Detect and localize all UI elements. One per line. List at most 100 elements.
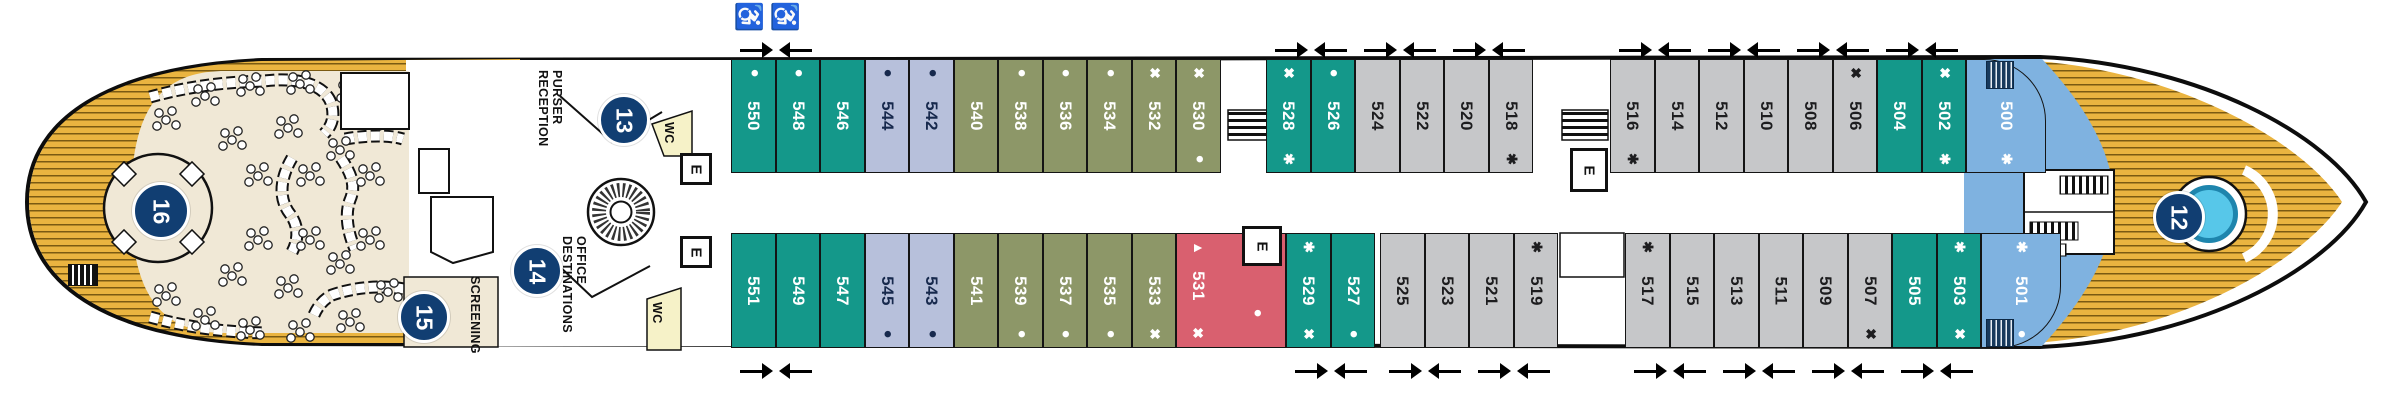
cabin-543[interactable]: ●543● (909, 233, 954, 348)
cabin-number: 519 (1526, 275, 1546, 306)
cabin-519[interactable]: ✱519● (1513, 233, 1558, 348)
cabin-502[interactable]: ✖502✱ (1921, 59, 1966, 173)
cabin-521[interactable]: ●521● (1469, 233, 1514, 348)
cabin-523[interactable]: ●523● (1424, 233, 1469, 348)
funnel-casing (586, 177, 656, 247)
cabin-513[interactable]: ●513● (1714, 233, 1759, 348)
cross-symbol: ✖ (1951, 328, 1968, 340)
cabin-535[interactable]: ●535● (1087, 233, 1132, 348)
elevator-lobby-bottom[interactable]: E (680, 236, 712, 268)
dot-symbol: ● (879, 68, 897, 78)
cabin-533[interactable]: ●533✖ (1131, 233, 1176, 348)
cabin-507[interactable]: ●507✖ (1847, 233, 1892, 348)
cabin-551[interactable]: ●551● (731, 233, 776, 348)
cabin-number: 522 (1412, 101, 1432, 131)
cabin-547[interactable]: ●547● (820, 233, 865, 348)
cabin-515[interactable]: ●515● (1669, 233, 1714, 348)
cabin-532[interactable]: ✖532● (1131, 59, 1176, 173)
deck-badge-16: 16 (132, 182, 190, 240)
cabin-534[interactable]: ●534● (1087, 59, 1132, 173)
watertight-door-arrows (1900, 363, 1973, 379)
cabin-524[interactable]: ●524● (1355, 59, 1400, 173)
cabin-number: 549 (788, 275, 808, 306)
cabin-537[interactable]: ●537● (1042, 233, 1087, 348)
cabin-529[interactable]: ✱529✖ (1286, 233, 1331, 348)
dot-symbol: ● (1249, 308, 1267, 318)
dot-symbol: ● (1191, 154, 1209, 164)
cabin-number: 532 (1144, 101, 1164, 131)
cabin-520[interactable]: ●520● (1444, 59, 1489, 173)
watertight-door-arrows (1811, 363, 1884, 379)
cabin-542[interactable]: ●542● (909, 59, 954, 173)
cabin-544[interactable]: ●544● (864, 59, 909, 173)
cabin-number: 537 (1055, 275, 1075, 306)
cabin-522[interactable]: ●522● (1399, 59, 1444, 173)
cabin-number: 546 (833, 101, 853, 131)
cabin-546[interactable]: ●546● (820, 59, 865, 173)
cabin-539[interactable]: ●539● (998, 233, 1043, 348)
cabin-number: 502 (1934, 101, 1954, 131)
star-symbol: ✱ (1301, 241, 1318, 253)
cabin-510[interactable]: ●510● (1743, 59, 1788, 173)
lounge-chairs (152, 70, 403, 343)
cabin-541[interactable]: ●541● (953, 233, 998, 348)
cross-symbol: ✖ (1189, 327, 1206, 339)
cabin-527[interactable]: ●527● (1330, 233, 1375, 348)
star-symbol: ✱ (1936, 153, 1953, 165)
service-room (1559, 232, 1625, 278)
cabin-525[interactable]: ●525● (1380, 233, 1425, 348)
cabin-number: 513 (1727, 275, 1747, 306)
watertight-door-arrows (1618, 42, 1691, 58)
cabin-number: 541 (966, 275, 986, 306)
cabin-number: 530 (1189, 101, 1209, 131)
cabin-511[interactable]: ●511● (1758, 233, 1803, 348)
cabin-517[interactable]: ✱517● (1625, 233, 1670, 348)
cabin-509[interactable]: ●509● (1803, 233, 1848, 348)
elevator-aft-of-529[interactable]: E (1242, 226, 1282, 266)
wc-top-label: WC (662, 122, 676, 144)
cabin-number: 524 (1368, 101, 1388, 131)
star-symbol: ✱ (1625, 153, 1642, 165)
cross-symbol: ✖ (1191, 67, 1208, 79)
cabin-514[interactable]: ●514● (1654, 59, 1699, 173)
cabin-550[interactable]: ●550● (731, 59, 776, 173)
deck-badge-13: 13 (598, 94, 650, 146)
galley-room (340, 72, 410, 130)
cabin-536[interactable]: ●536● (1042, 59, 1087, 173)
cross-symbol: ✖ (1281, 67, 1298, 79)
elevator-lobby-top[interactable]: E (680, 153, 712, 185)
cross-symbol: ✖ (1862, 328, 1879, 340)
elevator-label: E (687, 163, 705, 175)
star-symbol: ✱ (1503, 153, 1520, 165)
cabin-526[interactable]: ●526● (1310, 59, 1355, 173)
elevator-midship[interactable]: E (1570, 148, 1608, 192)
cabin-518[interactable]: ●518✱ (1488, 59, 1533, 173)
cabin-540[interactable]: ●540● (953, 59, 998, 173)
star-symbol: ✱ (1640, 241, 1657, 253)
cabin-512[interactable]: ●512● (1699, 59, 1744, 173)
triangle-symbol: ▲ (1190, 241, 1207, 255)
cabin-516[interactable]: ●516✱ (1610, 59, 1655, 173)
cabin-528[interactable]: ✖528✱ (1266, 59, 1311, 173)
cabin-549[interactable]: ●549● (775, 233, 820, 348)
watertight-door-arrows (739, 42, 812, 58)
cabin-number: 520 (1457, 101, 1477, 131)
dot-symbol: ● (1013, 329, 1031, 339)
cabin-530[interactable]: ✖ 530 ● (1176, 59, 1221, 173)
cabin-504[interactable]: ●504● (1877, 59, 1922, 173)
cabin-506[interactable]: ✖506● (1832, 59, 1877, 173)
cabin-number: 551 (744, 275, 764, 306)
cabin-number: 518 (1501, 101, 1521, 131)
cabin-505[interactable]: ●505● (1892, 233, 1937, 348)
cabin-548[interactable]: ●548● (775, 59, 820, 173)
cabin-number: 529 (1299, 275, 1319, 306)
watertight-door-arrows (1363, 42, 1436, 58)
cabin-508[interactable]: ●508● (1788, 59, 1833, 173)
cabin-545[interactable]: ●545● (864, 233, 909, 348)
cabin-503[interactable]: ✱503✖ (1936, 233, 1981, 348)
watertight-door-arrows (1274, 42, 1347, 58)
dot-symbol: ● (1345, 329, 1363, 339)
cabin-538[interactable]: ●538● (998, 59, 1043, 173)
